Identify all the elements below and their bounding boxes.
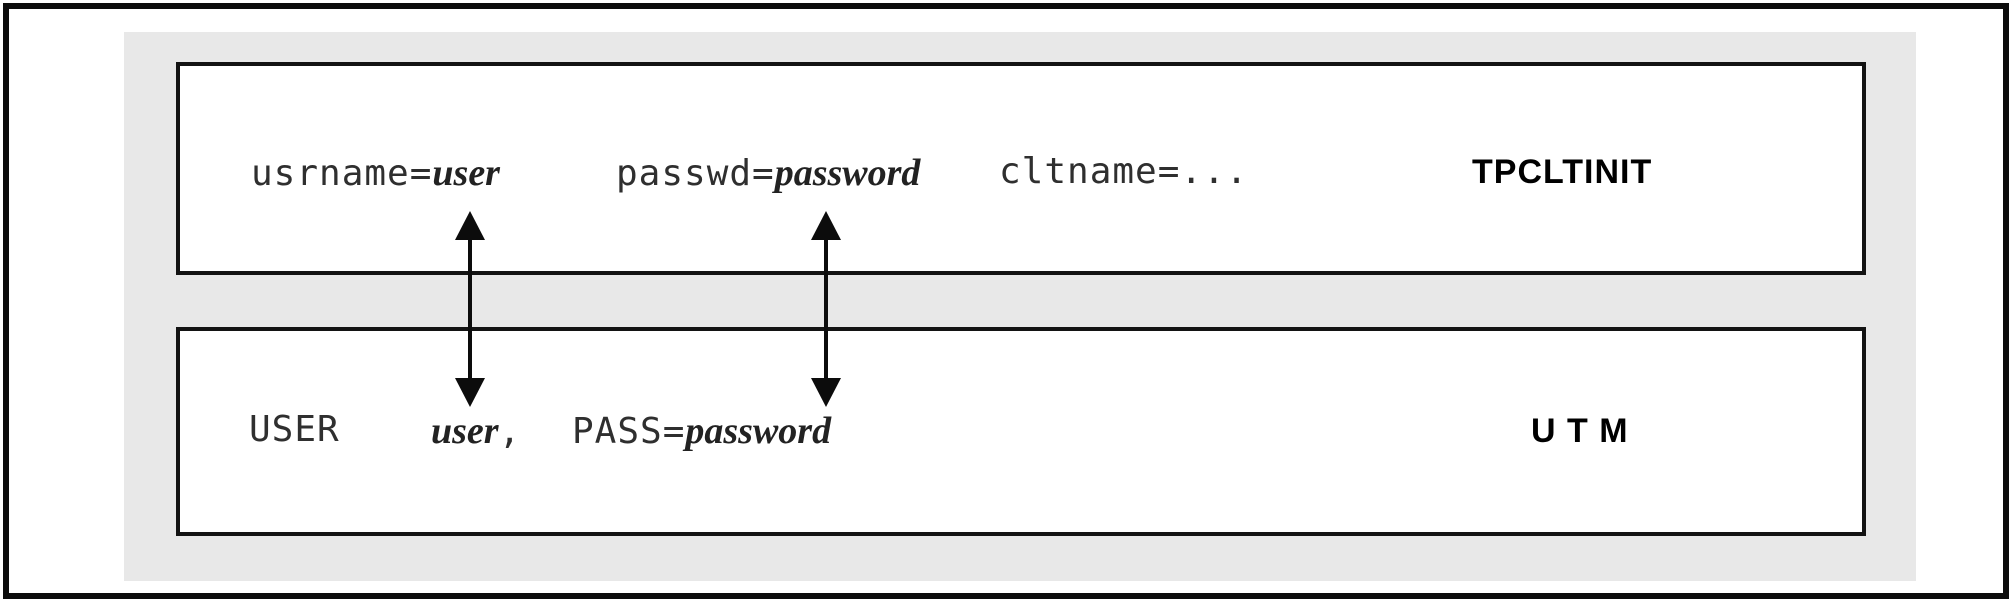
utm-pass-value: password: [685, 410, 832, 452]
utm-user-param: user,: [431, 412, 521, 450]
utm-user-separator: ,: [498, 411, 522, 452]
tpcltinit-usrname-param: usrname=user: [251, 154, 500, 192]
utm-user-value: user: [431, 410, 499, 452]
mapping-arrow-user-icon: [455, 211, 485, 407]
mapping-arrow-password-icon: [811, 211, 841, 407]
tpcltinit-label: TPCLTINIT: [1472, 153, 1653, 191]
outer-frame: usrname=user passwd=password cltname=...…: [3, 3, 2009, 599]
cltname-key: cltname=...: [999, 151, 1249, 192]
passwd-key: passwd=: [616, 153, 775, 194]
tpcltinit-cltname-param: cltname=...: [999, 154, 1248, 190]
utm-box: USER user, PASS=password U T M: [176, 327, 1866, 536]
passwd-value: password: [774, 152, 921, 194]
utm-pass-key: PASS=: [572, 411, 686, 452]
usrname-value: user: [432, 152, 500, 194]
utm-pass-param: PASS=password: [572, 412, 831, 450]
tpcltinit-passwd-param: passwd=password: [616, 154, 920, 192]
utm-label: U T M: [1531, 412, 1629, 450]
tpcltinit-box: usrname=user passwd=password cltname=...…: [176, 62, 1866, 275]
gray-panel: usrname=user passwd=password cltname=...…: [124, 32, 1916, 581]
usrname-key: usrname=: [251, 153, 433, 194]
utm-user-keyword: USER: [249, 409, 340, 450]
